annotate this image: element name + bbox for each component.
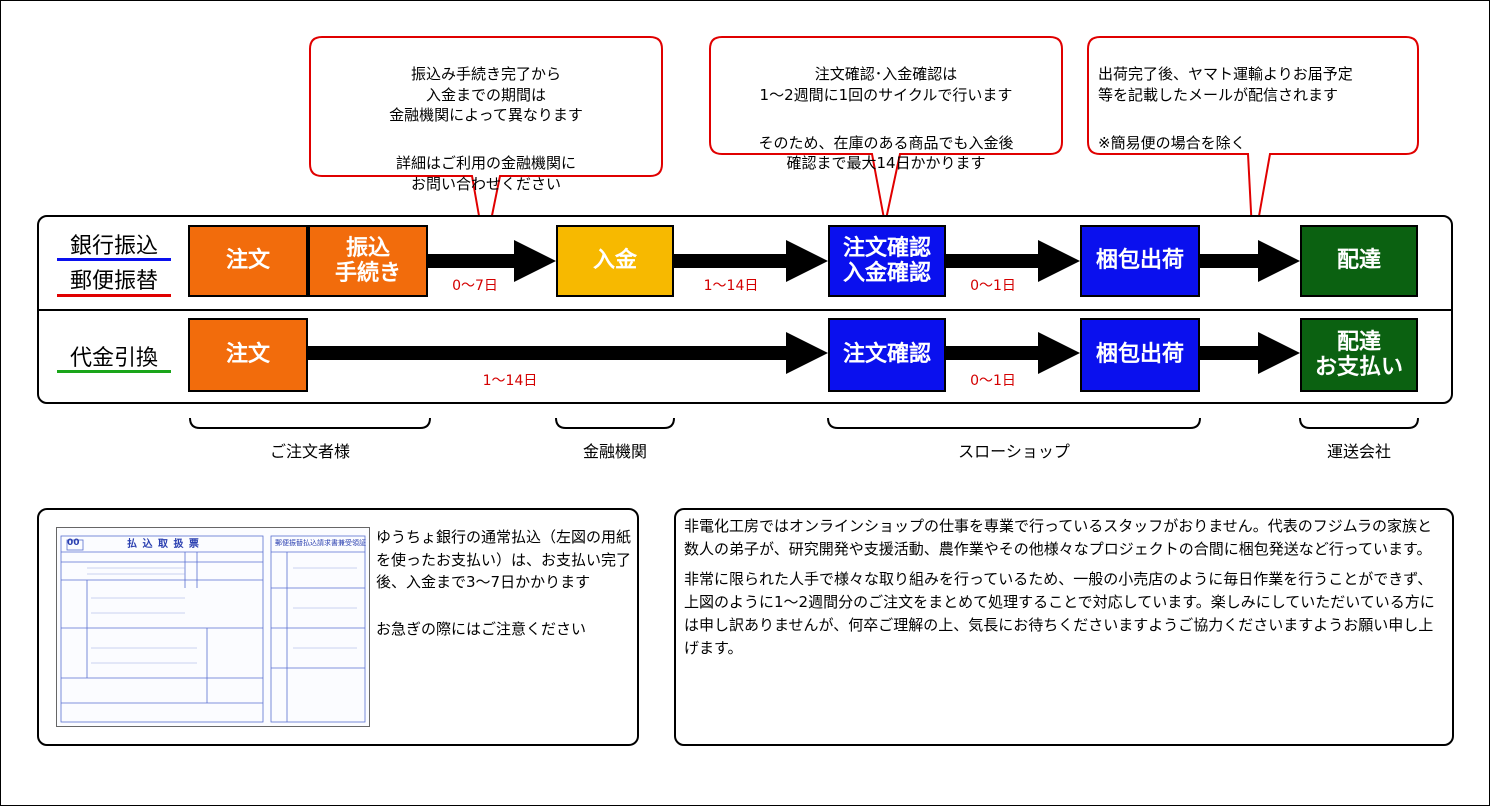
row2-order-box: 注文 — [188, 318, 308, 392]
arrow-shaft-1 — [428, 254, 518, 268]
group-customer-label: ご注文者様 — [269, 442, 350, 461]
group-carrier-label: 運送会社 — [1326, 442, 1391, 461]
callout-3-line2: ※簡易便の場合を除く — [1098, 134, 1246, 152]
group-shop-label: スローショップ — [958, 442, 1070, 461]
arrow-shaft-5 — [308, 346, 788, 360]
row2-ship-box: 梱包出荷 — [1080, 318, 1200, 392]
slip-note-text: ゆうちょ銀行の通常払込（左図の用紙を使ったお支払い）は、お支払い完了後、入金まで… — [376, 526, 632, 640]
arrow-head-2 — [786, 240, 828, 282]
note-panel — [674, 508, 1454, 746]
bracket-bank — [555, 417, 675, 429]
row2-duration-2: 0～1日 — [970, 373, 1016, 389]
slip-code: 00 — [67, 538, 80, 548]
arrow-head-1 — [514, 240, 556, 282]
slip-note-line1: ゆうちょ銀行の通常払込（左図の用紙を使ったお支払い）は、お支払い完了後、入金まで… — [376, 528, 632, 591]
arrow-head-3 — [1038, 240, 1080, 282]
row1-confirm-box: 注文確認 入金確認 — [828, 225, 946, 297]
slip-note-line2: お急ぎの際にはご注意ください — [376, 619, 587, 638]
note-paragraph-2: 非常に限られた人手で様々な取り組みを行っているため、一般の小売店のように毎日作業… — [684, 569, 1435, 658]
callout-2-line1: 注文確認･入金確認は 1～2週間に1回のサイクルで行います — [759, 65, 1013, 104]
arrow-head-7 — [1258, 332, 1300, 374]
arrow-shaft-6 — [946, 346, 1041, 360]
row1-duration-3: 0～1日 — [970, 278, 1016, 294]
row1-transfer-box: 振込 手続き — [308, 225, 428, 297]
arrow-head-6 — [1038, 332, 1080, 374]
row1-deliver-box: 配達 — [1300, 225, 1418, 297]
arrow-head-5 — [786, 332, 828, 374]
callout-3-line1: 出荷完了後、ヤマト運輸よりお届予定 等を記載したメールが配信されます — [1098, 65, 1353, 104]
arrow-shaft-2 — [674, 254, 789, 268]
bracket-shop — [827, 417, 1201, 429]
payment-slip-drawing — [60, 535, 366, 723]
arrow-head-4 — [1258, 240, 1300, 282]
arrow-shaft-4 — [1200, 254, 1262, 268]
payment-slip-image: 00 払 込 取 扱 票 郵便振替払込請求書兼受領証 — [56, 527, 370, 727]
method-cod-underline — [57, 370, 171, 373]
callout-bubble-1 — [309, 36, 663, 251]
row2-duration-1: 1～14日 — [482, 373, 538, 389]
row1-ship-box: 梱包出荷 — [1080, 225, 1200, 297]
method-bank-label: 銀行振込 — [69, 234, 158, 259]
method-cod-label: 代金引換 — [69, 346, 158, 371]
row2-deliver-box: 配達 お支払い — [1300, 318, 1418, 392]
callout-2-line2: そのため、在庫のある商品でも入金後 確認まで最大14日かかります — [758, 134, 1014, 173]
callout-2: 注文確認･入金確認は 1～2週間に1回のサイクルで行います そのため、在庫のある… — [712, 44, 1060, 202]
callout-1: 振込み手続き完了から 入金までの期間は 金融機関によって異なります 詳細はご利用… — [312, 44, 660, 222]
callout-bubble-2 — [709, 36, 1063, 225]
slip-title: 払 込 取 扱 票 — [127, 539, 200, 550]
slip-title2: 郵便振替払込請求書兼受領証 — [275, 539, 366, 547]
bracket-customer — [189, 417, 431, 429]
method-postal-label: 郵便振替 — [69, 269, 158, 294]
callout-1-line2: 詳細はご利用の金融機関に お問い合わせください — [395, 154, 576, 193]
note-paragraph-1: 非電化工房ではオンラインショップの仕事を専業で行っているスタッフがおりません。代… — [684, 517, 1433, 559]
bracket-carrier — [1299, 417, 1419, 429]
callout-bubble-3 — [1087, 36, 1419, 251]
row1-duration-2: 1～14日 — [703, 278, 759, 294]
arrow-shaft-3 — [946, 254, 1041, 268]
row1-duration-1: 0～7日 — [452, 278, 498, 294]
callout-3: 出荷完了後、ヤマト運輸よりお届予定 等を記載したメールが配信されます ※簡易便の… — [1098, 44, 1414, 182]
note-text: 非電化工房ではオンラインショップの仕事を専業で行っているスタッフがおりません。代… — [684, 515, 1446, 667]
row1-order-box: 注文 — [188, 225, 308, 297]
method-postal-underline — [57, 294, 171, 297]
callout-1-line1: 振込み手続き完了から 入金までの期間は 金融機関によって異なります — [389, 65, 583, 124]
row-divider — [37, 309, 1453, 311]
method-bank-underline — [57, 258, 171, 261]
row1-deposit-box: 入金 — [556, 225, 674, 297]
arrow-shaft-7 — [1200, 346, 1262, 360]
group-bank-label: 金融機関 — [582, 442, 647, 461]
row2-confirm-box: 注文確認 — [828, 318, 946, 392]
